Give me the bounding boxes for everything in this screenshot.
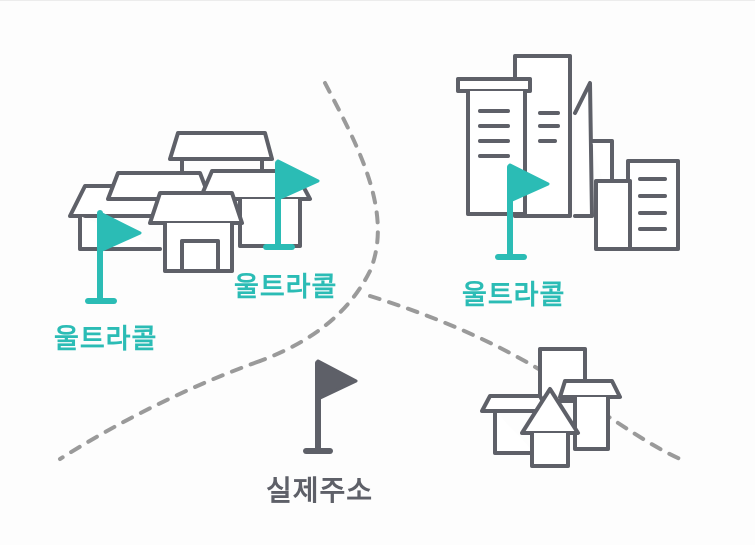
village-houses-icon <box>68 131 312 273</box>
flag-label-city: 울트라콜 <box>462 280 566 311</box>
road-north <box>258 81 380 363</box>
flag-label-actual-address: 실제주소 <box>266 474 374 507</box>
road-southeast <box>368 294 687 463</box>
teal-flag-icon <box>85 159 550 304</box>
city-buildings-icon <box>456 54 680 251</box>
flag-village-right-icon <box>263 159 320 250</box>
road-southwest <box>58 359 262 461</box>
dark-flag-icon <box>303 359 358 454</box>
flag-village-left-icon <box>85 210 142 304</box>
flag-label-village-left: 울트라콜 <box>54 324 158 355</box>
flag-label-village-right: 울트라콜 <box>234 272 338 303</box>
flag-city-icon <box>495 163 550 260</box>
small-houses-icon <box>480 347 622 468</box>
